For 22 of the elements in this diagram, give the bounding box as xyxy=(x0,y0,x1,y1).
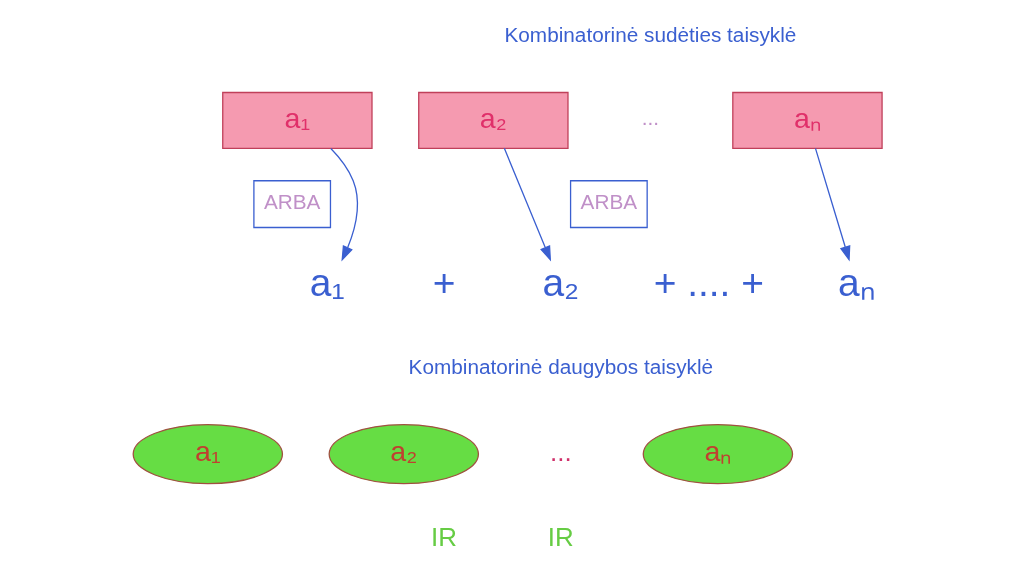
label: Kombinatorinė sudėties taisyklė xyxy=(503,22,796,46)
label: ... xyxy=(641,106,659,130)
label: ... xyxy=(549,437,572,466)
node-text: a₁ xyxy=(309,261,345,305)
arrow xyxy=(503,147,551,262)
label: + xyxy=(432,261,455,305)
node-ellipse: a₁ xyxy=(132,423,283,485)
node-ellipse: aₙ xyxy=(642,423,793,485)
label: + .... + xyxy=(653,261,764,305)
node-ellipse: a₂ xyxy=(328,423,479,485)
label: Kombinatorinė daugybos taisyklė xyxy=(408,354,713,378)
label: IR xyxy=(547,522,574,551)
node-box: ARBA xyxy=(252,180,331,229)
arrow xyxy=(329,147,358,262)
node-box: ARBA xyxy=(569,180,648,229)
node-text: aₙ xyxy=(837,261,876,305)
node-box: aₙ xyxy=(731,91,883,149)
arrow xyxy=(814,147,850,262)
node-text: a₂ xyxy=(541,261,579,305)
node-box: a₂ xyxy=(417,91,569,149)
node-box: a₁ xyxy=(221,91,373,149)
label: IR xyxy=(430,522,457,551)
